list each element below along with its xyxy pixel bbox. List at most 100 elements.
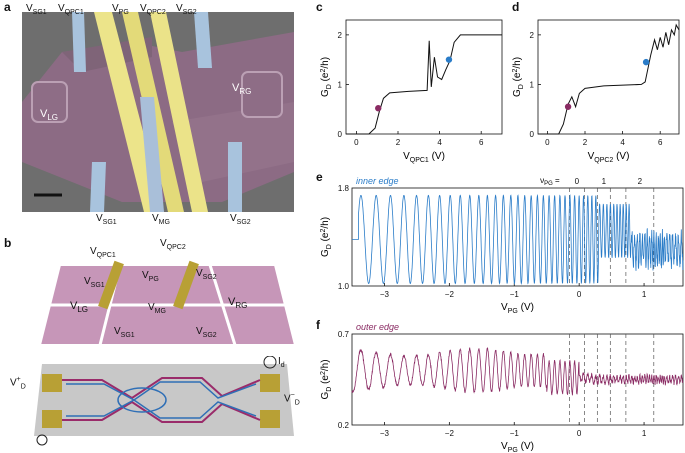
a-label-vlg: VLG xyxy=(40,108,59,123)
panel-label-d: d xyxy=(512,0,520,14)
a-label-vsg1-top: VSG1 xyxy=(26,3,47,16)
contact-top-right xyxy=(260,374,280,392)
b-label-vd-minus: V−D xyxy=(284,392,300,407)
contact-bottom-right xyxy=(260,410,280,428)
b-label-id: Id xyxy=(278,356,285,369)
b-label-vqpc1: VQPC1 xyxy=(90,246,116,259)
b-label-vsg2: VSG2 xyxy=(196,268,217,281)
panel-label-a: a xyxy=(4,0,11,14)
panel-label-e: e xyxy=(316,170,323,184)
plot-frame xyxy=(537,19,680,135)
a-label-vpg: VPG xyxy=(112,3,129,16)
data-marker-0 xyxy=(564,103,572,110)
y-tick-label: 1.8 xyxy=(338,184,350,193)
plot-frame xyxy=(345,19,503,135)
nu-pg-label: νPG = xyxy=(540,176,560,187)
a-label-vsg1-bottom: VSG1 xyxy=(96,213,117,226)
a-label-vmg: VMG xyxy=(152,213,170,226)
mg-gate xyxy=(140,97,164,212)
nu-value-2: 2 xyxy=(638,177,643,186)
oscillation-trace xyxy=(351,347,684,396)
x-tick-label: 0 xyxy=(545,138,550,147)
b-label-vsg1: VSG1 xyxy=(84,276,105,289)
x-tick-label: −3 xyxy=(380,290,390,299)
x-axis-label: VQPC1 (V) xyxy=(403,151,445,164)
plot-frame xyxy=(351,187,684,287)
y-tick-label: 1 xyxy=(530,80,535,89)
b-label-vsg1-lower: VSG1 xyxy=(114,326,135,339)
panel-label-b: b xyxy=(4,236,12,250)
x-tick-label: 4 xyxy=(437,138,442,147)
y-tick-label: 1 xyxy=(338,80,343,89)
data-line xyxy=(346,34,502,135)
contact-bottom-left xyxy=(42,410,62,428)
b-label-vd-plus: V+D xyxy=(10,376,26,391)
b-label-vmg: VMG xyxy=(148,302,166,315)
x-tick-label: 4 xyxy=(620,138,625,147)
y-tick-label: 0 xyxy=(338,130,343,139)
x-axis-label: VPG (V) xyxy=(501,302,534,314)
plot-frame xyxy=(351,333,684,426)
data-marker-1 xyxy=(445,56,453,63)
mg-loop xyxy=(117,387,167,413)
a-label-vsg2-bottom: VSG2 xyxy=(230,213,251,226)
y-axis-label: GD (e2/h) xyxy=(320,217,333,257)
y-axis-label: GD (e2/h) xyxy=(512,57,525,97)
y-axis-label: GD (e2/h) xyxy=(320,359,333,399)
y-tick-label: 0.2 xyxy=(338,421,350,430)
current-meter xyxy=(263,356,277,369)
x-tick-label: 6 xyxy=(658,138,663,147)
subtitle-inner: inner edge xyxy=(356,176,399,186)
x-tick-label: 0 xyxy=(354,138,359,147)
a-label-vqpc1: VQPC1 xyxy=(58,3,84,16)
b-label-vqpc2: VQPC2 xyxy=(160,238,186,251)
panel-label-c: c xyxy=(316,0,323,14)
contact-top-left xyxy=(42,374,62,392)
a-label-vrg: VRG xyxy=(232,82,252,97)
panel-label-f: f xyxy=(316,318,320,332)
sg1-top-gate xyxy=(72,12,86,72)
b-label-vrg: VRG xyxy=(228,296,248,311)
x-tick-label: 2 xyxy=(396,138,401,147)
nu-value-0: 0 xyxy=(575,177,580,186)
x-tick-label: 0 xyxy=(577,290,582,299)
b-label-vlg: VLG xyxy=(70,300,89,315)
y-tick-label: 0 xyxy=(530,130,535,139)
oscillation-trace xyxy=(352,193,684,285)
data-marker-0 xyxy=(375,105,382,112)
x-tick-label: −1 xyxy=(510,290,520,299)
sg2-bottom-gate xyxy=(228,142,242,212)
b-label-vpg: VPG xyxy=(142,270,159,283)
x-tick-label: −1 xyxy=(510,429,520,438)
nu-value-1: 1 xyxy=(602,177,607,186)
y-tick-label: 1.0 xyxy=(338,282,350,291)
inner-edge-path xyxy=(66,381,257,419)
x-tick-label: −3 xyxy=(380,429,390,438)
y-tick-label: 2 xyxy=(530,31,535,40)
gate-layer-schematic xyxy=(40,260,295,346)
ac-source xyxy=(36,434,48,446)
x-tick-label: 0 xyxy=(577,429,582,438)
sg1-bottom-gate xyxy=(90,162,106,212)
b-label-vsg2-lower: VSG2 xyxy=(196,326,217,339)
x-axis-label: VQPC2 (V) xyxy=(588,151,630,164)
y-tick-label: 0.7 xyxy=(338,330,350,339)
subtitle-outer: outer edge xyxy=(356,322,399,332)
data-marker-1 xyxy=(642,58,650,66)
x-tick-label: −2 xyxy=(445,429,455,438)
qpc2-contact xyxy=(173,260,199,310)
x-tick-label: 1 xyxy=(642,429,647,438)
x-tick-label: −2 xyxy=(445,290,455,299)
y-tick-label: 2 xyxy=(338,31,343,40)
data-line xyxy=(538,23,680,135)
x-tick-label: 6 xyxy=(479,138,484,147)
x-tick-label: 2 xyxy=(583,138,588,147)
x-tick-label: 1 xyxy=(642,290,647,299)
qpc2-gate xyxy=(150,12,208,212)
a-label-vsg2-top: VSG2 xyxy=(176,3,197,16)
qpc1-contact xyxy=(98,260,124,310)
